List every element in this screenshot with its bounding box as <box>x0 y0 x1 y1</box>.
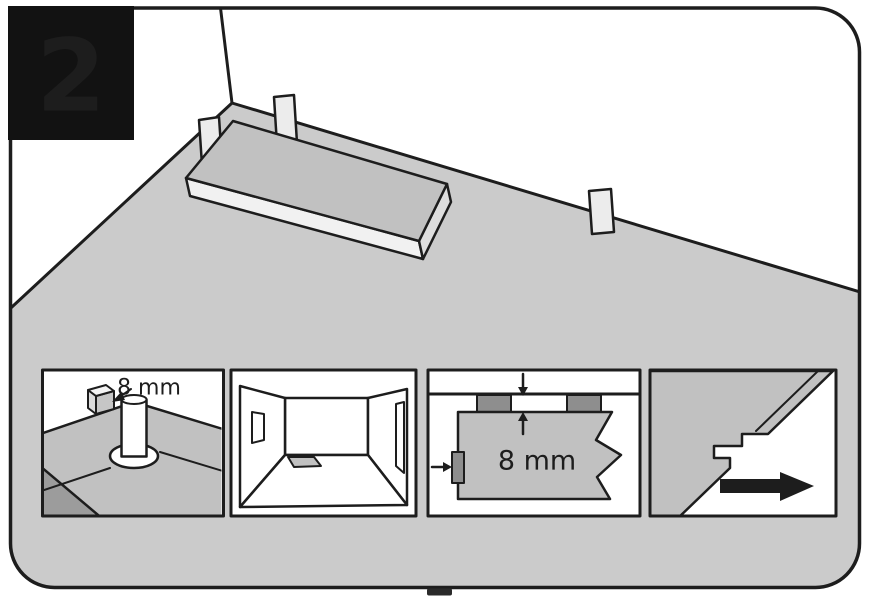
room-window-opening <box>251 411 265 444</box>
panel-pipe-clearance: 8 mm <box>41 368 225 518</box>
room-door-opening <box>395 401 405 474</box>
room-floor-plane <box>238 453 409 509</box>
step-number: 2 <box>36 18 106 135</box>
direction-arrow-shaft <box>720 479 780 493</box>
gap-arrow-line <box>120 388 132 397</box>
spacer-block-top <box>87 384 115 397</box>
edge-spacer <box>476 394 512 413</box>
step-badge-background <box>8 6 134 140</box>
edge-gap-label: 8 mm <box>498 446 576 477</box>
arrow-up-icon <box>518 412 528 421</box>
first-plank-in-corner <box>287 456 322 468</box>
spacer-block <box>87 384 115 415</box>
plank-edge-line <box>44 464 106 515</box>
arrow-right-icon <box>443 462 452 472</box>
arrow-down-icon <box>518 387 528 396</box>
direction-arrow-icon <box>780 472 814 501</box>
gap-arrow-icon <box>112 392 125 402</box>
wall-corner-line <box>219 8 234 105</box>
edge-spacer <box>566 394 602 413</box>
panel-install-direction <box>648 368 838 518</box>
room-back-wall <box>283 396 370 457</box>
plank-top-face <box>184 119 449 243</box>
pipe-gap-label: 8 mm <box>117 376 181 401</box>
floor-seam-line <box>159 451 222 473</box>
step-badge: 2 <box>8 6 134 140</box>
floor-seam-line <box>44 467 111 491</box>
laminate-plank <box>184 119 453 261</box>
panel-edge-clearance: 8 mm <box>426 368 642 518</box>
plank-top-view <box>456 410 623 501</box>
sheet-border <box>8 6 862 590</box>
plank-profile <box>651 371 835 515</box>
panel-room-layout <box>229 368 418 518</box>
spacer-wedge <box>587 187 616 236</box>
pipe <box>120 398 148 458</box>
cropped-print-mark <box>427 588 452 596</box>
plank-surface-edge-line <box>755 371 819 432</box>
edge-spacer-left <box>451 451 465 484</box>
